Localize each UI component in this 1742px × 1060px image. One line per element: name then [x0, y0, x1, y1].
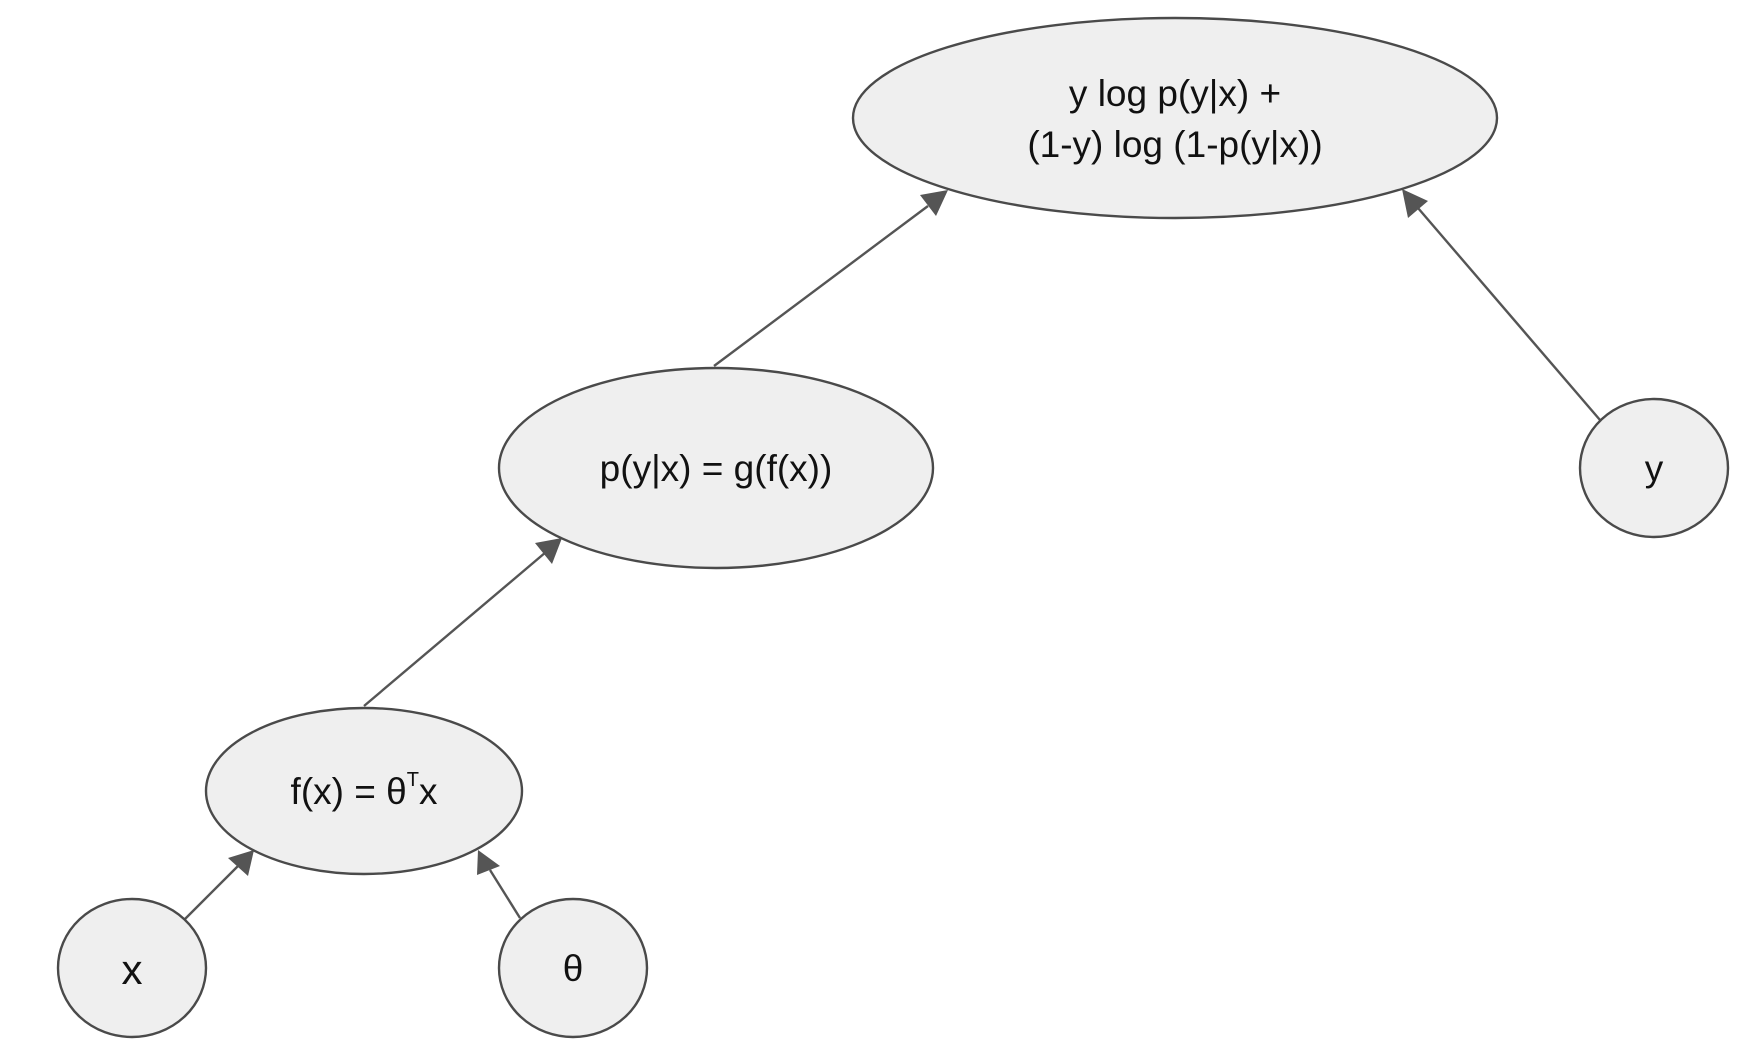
- node-x-label: x: [122, 946, 143, 993]
- node-y: y: [1578, 397, 1730, 539]
- node-prob: p(y|x) = g(f(x)): [497, 366, 935, 570]
- arrowhead-icon: [477, 850, 500, 875]
- node-linear-superscript: T: [407, 769, 419, 791]
- node-linear-suffix: x: [419, 771, 438, 812]
- node-theta: θ: [497, 897, 649, 1039]
- edge-prob-to-loss: [713, 190, 948, 367]
- edge-linear-to-prob: [363, 538, 562, 707]
- arrowhead-icon: [920, 190, 948, 216]
- edge-theta-to-linear: [477, 850, 522, 919]
- node-x: x: [56, 897, 208, 1039]
- arrowhead-icon: [228, 850, 254, 876]
- arrowhead-icon: [535, 538, 562, 564]
- node-loss-line2: (1-y) log (1-p(y|x)): [1027, 124, 1322, 165]
- edges: [183, 189, 1601, 921]
- node-loss-line1: y log p(y|x) +: [1069, 73, 1281, 114]
- arrowhead-icon: [1402, 189, 1428, 218]
- node-prob-label: p(y|x) = g(f(x)): [600, 448, 833, 489]
- edge-x-to-linear: [183, 850, 254, 921]
- node-linear-label: f(x) = θTx: [291, 769, 438, 812]
- node-linear-prefix: f(x) = θ: [291, 771, 407, 812]
- node-loss: y log p(y|x) + (1-y) log (1-p(y|x)): [851, 16, 1499, 220]
- node-linear: f(x) = θTx: [204, 706, 524, 876]
- node-y-label: y: [1645, 448, 1664, 489]
- edge-y-to-loss: [1402, 189, 1601, 421]
- node-theta-label: θ: [563, 948, 584, 989]
